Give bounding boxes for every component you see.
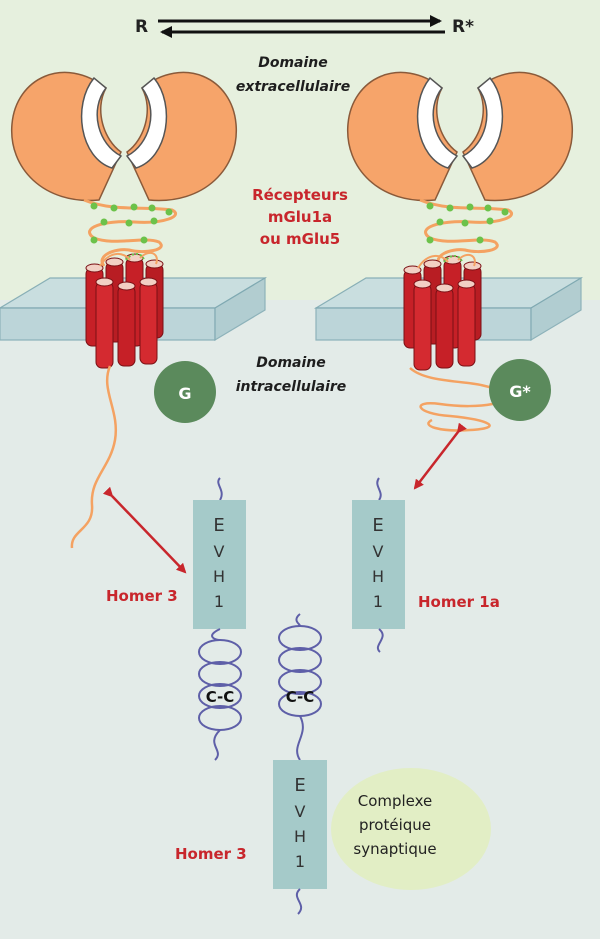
g-protein-inactive-label: G bbox=[178, 384, 191, 403]
homer3-top-evh1-e: E bbox=[213, 515, 224, 536]
intracellular-label-line2: intracellulaire bbox=[236, 379, 347, 395]
interaction-arrow-left bbox=[102, 486, 187, 574]
g-protein-inactive bbox=[154, 361, 216, 423]
homer3-top-evh1-box bbox=[193, 500, 246, 629]
homer3-top-evh1-v: V bbox=[214, 542, 225, 561]
synaptic-protein-complex bbox=[331, 768, 491, 890]
homer1a-evh1-e: E bbox=[372, 515, 383, 536]
homer3-bottom-evh1-1: 1 bbox=[295, 852, 305, 871]
receptor-inactive-c-tail bbox=[70, 365, 118, 549]
homer3-bottom-label: Homer 3 bbox=[175, 845, 247, 863]
receptors-label-line1: Récepteurs bbox=[252, 186, 348, 204]
homer3-top-coil-ends bbox=[211, 628, 221, 761]
homer3-top-n-term bbox=[217, 477, 223, 501]
homer1a-evh1-1: 1 bbox=[373, 592, 383, 611]
homer3-top-cc-label: C-C bbox=[206, 688, 235, 706]
homer3-bottom-coil-ends bbox=[295, 613, 304, 761]
state-r-star-label: R* bbox=[452, 17, 474, 37]
receptors-label-line3: ou mGlu5 bbox=[260, 230, 340, 248]
state-r-label: R bbox=[135, 17, 148, 37]
extracellular-label-line2: extracellulaire bbox=[236, 79, 350, 95]
homer3-bottom-cc-label: C-C bbox=[286, 688, 315, 706]
homer1a-evh1-v: V bbox=[373, 542, 384, 561]
homer3-top-evh1-1: 1 bbox=[214, 592, 224, 611]
homer3-bottom-evh1-v: V bbox=[295, 802, 306, 821]
homer3-top-label: Homer 3 bbox=[106, 587, 178, 605]
receptors-label-line2: mGlu1a bbox=[268, 208, 332, 226]
intracellular-label-line1: Domaine bbox=[256, 355, 326, 371]
complex-label-line1: Complexe bbox=[358, 792, 433, 810]
extracellular-label-line1: Domaine bbox=[258, 55, 328, 71]
homer1a-c-term bbox=[377, 628, 384, 653]
homer1a-evh1-box bbox=[352, 500, 405, 629]
g-protein-active-label: G* bbox=[509, 382, 531, 401]
g-protein-active bbox=[489, 359, 551, 421]
homer3-bottom-evh1-box bbox=[273, 760, 327, 889]
homer3-top-evh1-h: H bbox=[213, 567, 225, 586]
complex-label-line3: synaptique bbox=[353, 840, 436, 858]
complex-label-line2: protéique bbox=[359, 816, 431, 834]
homer3-bottom-evh1-h: H bbox=[294, 827, 306, 846]
homer1a-evh1-h: H bbox=[372, 567, 384, 586]
homer1a-label: Homer 1a bbox=[418, 593, 500, 611]
homer3-bottom-n-term bbox=[295, 888, 303, 915]
homer3-bottom-evh1-e: E bbox=[294, 775, 305, 796]
receptor-active-c-tail bbox=[409, 367, 507, 432]
interaction-arrow-right bbox=[413, 422, 467, 490]
homer1a-n-term bbox=[376, 477, 382, 501]
equilibrium-arrows bbox=[158, 15, 445, 38]
